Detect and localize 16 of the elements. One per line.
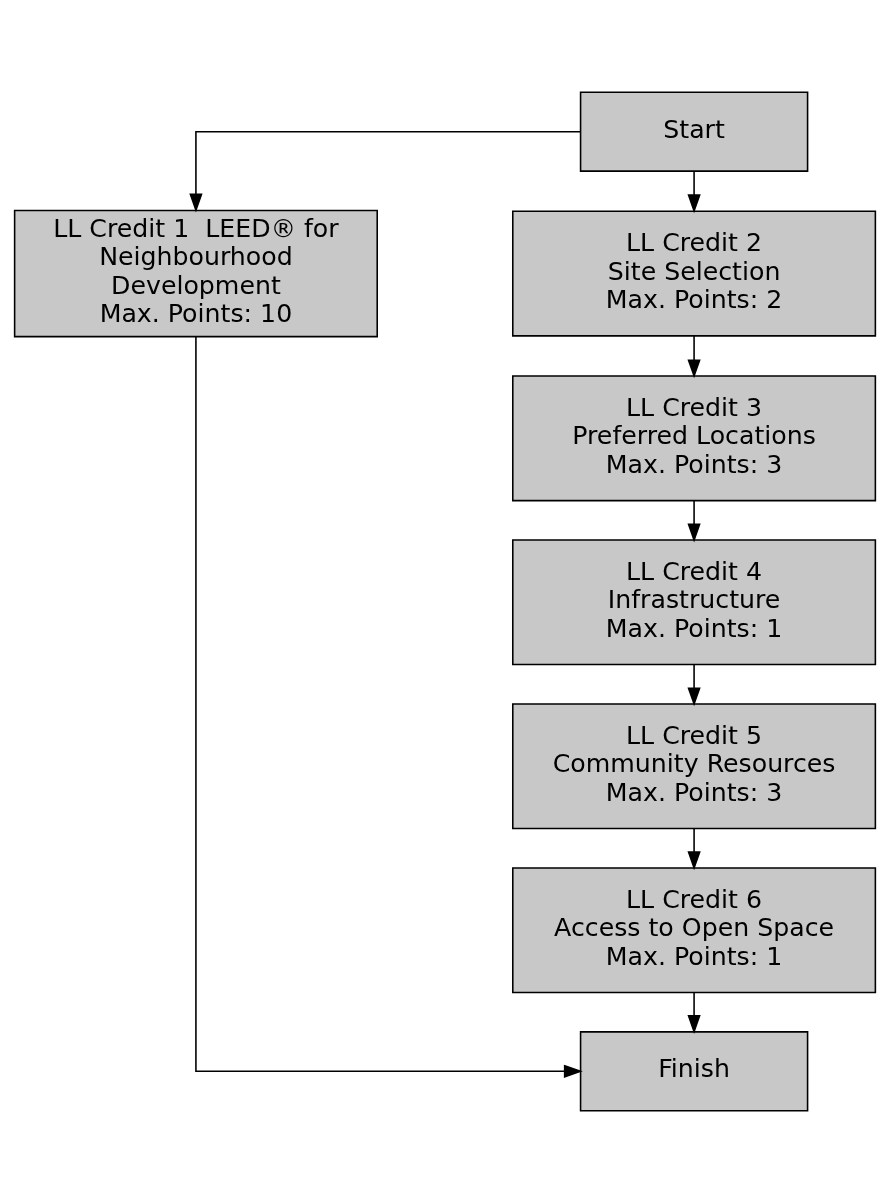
arrow (189, 130, 582, 213)
node-box: LL Credit 4 Infrastructure Max. Points: 1 (512, 539, 877, 666)
arrow (687, 827, 701, 871)
node-box: LL Credit 1 LEED® for Neighbourhood Development Max. Points: 10 (13, 209, 378, 338)
node-box: Finish (579, 1031, 809, 1112)
node-box: LL Credit 5 Community Resources Max. Points: 3 (512, 703, 877, 830)
arrow (195, 336, 583, 1078)
arrow (687, 991, 701, 1034)
node-box: LL Credit 2 Site Selection Max. Points: 2 (512, 210, 877, 337)
node-box: LL Credit 3 Preferred Locations Max. Points: 3 (512, 375, 877, 502)
arrow (687, 170, 701, 214)
arrow (687, 663, 701, 707)
arrow (687, 335, 701, 379)
arrow (687, 500, 701, 543)
node-box: Start (579, 91, 809, 172)
node-box: LL Credit 6 Access to Open Space Max. Points: 1 (512, 867, 877, 994)
